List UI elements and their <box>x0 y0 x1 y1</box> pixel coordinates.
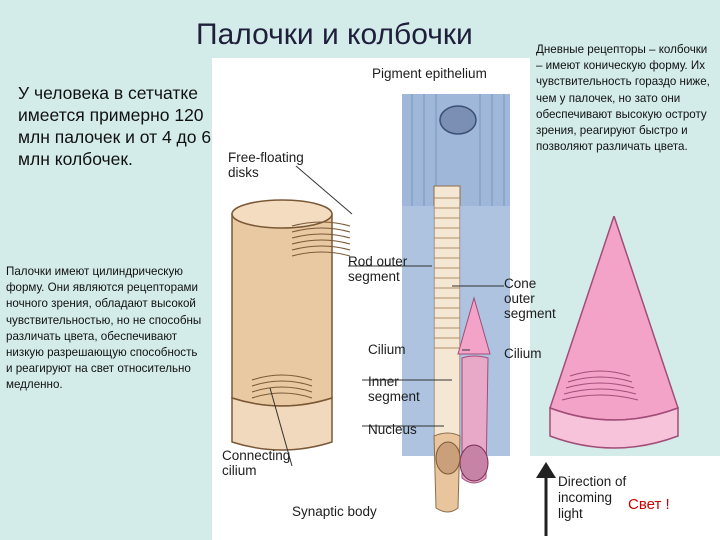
rod-connecting-cilium-region <box>231 396 333 451</box>
light-label: Свет ! <box>628 496 670 513</box>
photoreceptor-illustration <box>231 94 510 513</box>
label-inner-segment: Inner segment <box>368 374 420 404</box>
photoreceptor-figure: Pigment epithelium Free-floating disks R… <box>212 58 556 540</box>
arrow-up-icon <box>536 462 556 536</box>
label-cilium-right: Cilium <box>504 346 542 361</box>
direction-of-light-block: Direction of incoming light Свет ! <box>530 456 720 540</box>
rods-cones-count-text: У человека в сетчатке имеется примерно 1… <box>18 83 212 169</box>
label-free-floating-disks: Free-floating disks <box>228 150 304 180</box>
small-cone-outer-segment <box>457 296 491 355</box>
label-cone-outer-segment: Cone outer segment <box>504 276 556 321</box>
label-connecting-cilium: Connecting cilium <box>222 448 291 478</box>
label-nucleus: Nucleus <box>368 422 417 437</box>
epithelium-nucleus <box>439 105 477 135</box>
cone-illustration <box>549 216 679 449</box>
slide-title: Палочки и колбочки <box>196 18 473 51</box>
label-cilium-left: Cilium <box>368 342 406 357</box>
label-direction-of-incoming-light: Direction of incoming light <box>558 474 627 521</box>
label-pigment-epithelium: Pigment epithelium <box>372 66 487 81</box>
rod-outer-segment-enlarged <box>231 204 333 407</box>
rods-description-text: Палочки имеют цилиндрическую форму. Они … <box>6 265 202 392</box>
label-rod-outer-segment: Rod outer segment <box>348 254 408 284</box>
label-synaptic-body: Synaptic body <box>292 504 377 519</box>
cone-illustration-panel <box>530 216 698 525</box>
cone-base <box>549 406 679 449</box>
rod-stalk <box>433 185 461 437</box>
cones-description-text: Дневные рецепторы – колбочки – имеют кон… <box>536 43 710 154</box>
